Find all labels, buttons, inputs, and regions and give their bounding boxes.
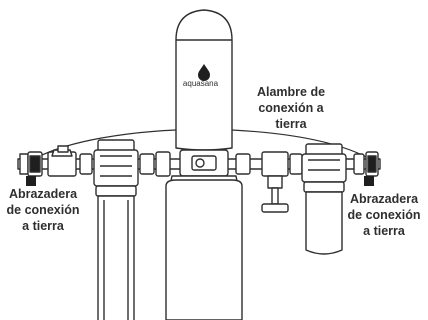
right-small-filter [301, 143, 347, 255]
right-ground-clamp-label: Abrazadera de conexión a tierra [347, 192, 421, 238]
left-ground-clamp-label: Abrazadera de conexión a tierra [6, 187, 80, 233]
left-valve [47, 145, 93, 177]
ground-wire-label: Alambre de conexión a tierra [256, 85, 326, 131]
aquasana-logo-icon [198, 64, 210, 81]
left-sediment-filter [93, 139, 139, 320]
right-fittings [235, 151, 303, 213]
left-ground-clamp [19, 151, 43, 186]
right-ground-clamp [353, 151, 379, 186]
brand-name: aquasana [182, 79, 219, 88]
left-union-fittings [139, 151, 171, 177]
